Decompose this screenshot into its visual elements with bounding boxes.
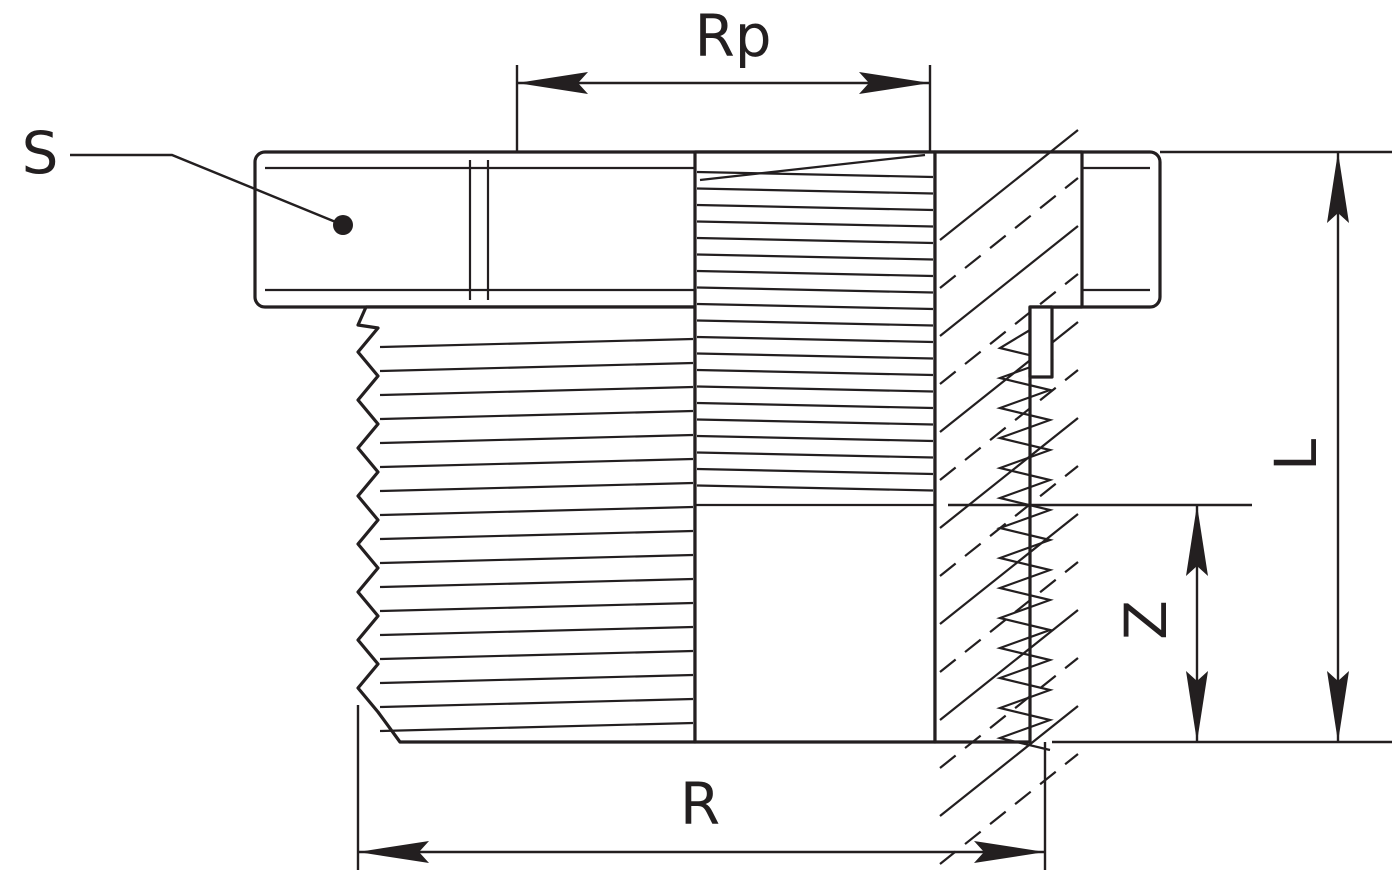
male-thread-crest-line [379,649,694,661]
l-arrow-top [1327,152,1349,223]
male-thread-crest-line [379,697,694,709]
section-hatch-line [939,369,1079,481]
section-hatch-line [939,273,1079,385]
female-thread-bore [693,150,937,744]
dimension-r: R [356,705,1047,870]
section-hatch-line [939,417,1079,529]
section-thread-tooth [996,329,1054,752]
r-arrow-right [974,841,1045,863]
male-thread-crest-line [379,481,694,493]
male-thread-crest-line [379,433,694,445]
male-thread-crest-line [379,601,694,613]
male-thread-crest-line [379,553,694,565]
male-thread-lines [379,337,694,733]
male-thread-crest-line [379,457,694,469]
female-thread-line [696,269,934,278]
male-thread-crest-line [379,721,694,733]
male-thread-crest-line [379,505,694,517]
female-thread-line [696,253,934,261]
r-arrow-left [358,841,429,863]
female-thread-line [696,368,934,377]
female-thread-line [696,434,934,443]
section-hatch-line [939,321,1079,433]
female-thread-line [696,187,934,195]
section-hatch-line [939,561,1079,673]
dimension-l: L [1052,150,1392,744]
female-thread-line [696,203,934,212]
female-thread-line [696,451,934,459]
section-thread-teeth [996,329,1054,752]
rp-arrow-left [517,72,588,94]
rp-arrow-right [859,72,930,94]
female-thread-line [696,401,934,410]
male-thread-crest-line [379,337,694,349]
section-hatch-line [939,609,1079,721]
male-thread-crest-line [379,577,694,589]
female-thread-line [696,170,934,179]
section-hatch-line [939,657,1079,769]
section-hatch-line [939,177,1079,289]
male-thread-crest-line [379,625,694,637]
female-thread-line [696,286,934,294]
z-arrow-bottom [1186,671,1208,742]
dimension-s: S [22,119,353,235]
section-hatch-line [939,465,1079,577]
male-thread-crest-line [379,673,694,685]
male-thread-crest-line [379,361,694,373]
bore-outline [693,150,937,744]
dimension-z: Z [948,503,1252,742]
section-hatch [939,129,1079,865]
dimension-rp: Rp [515,2,932,152]
s-label: S [22,119,59,187]
section-hatch-line [939,129,1079,241]
female-thread-start-line [699,153,926,182]
female-thread-line [696,302,934,311]
male-thread-crest-line [379,409,694,421]
section-hatch-line [939,705,1079,817]
female-thread-line [696,236,934,245]
z-label: Z [1112,600,1180,640]
female-thread-line [696,385,934,393]
undercut-groove [1028,305,1054,379]
female-thread-line [696,352,934,360]
female-thread-lines [696,153,934,492]
rp-label: Rp [694,2,771,70]
s-leader-dot [333,215,353,235]
l-label: L [1262,439,1330,471]
male-thread-body [356,305,697,744]
male-thread-crest-line [379,529,694,541]
section-hatch-line [939,753,1079,865]
female-thread-line [696,220,934,228]
female-thread-line [696,418,934,426]
section-hatch-line [939,225,1079,337]
r-label: R [680,770,720,838]
z-arrow-top [1186,505,1208,576]
female-thread-line [696,484,934,492]
male-thread-crest-line [379,385,694,397]
section-hatch-line [939,513,1079,625]
female-thread-line [696,335,934,344]
s-leader-line [70,153,344,227]
female-thread-line [696,319,934,327]
l-arrow-bottom [1327,671,1349,742]
section-view [933,129,1084,865]
female-thread-line [696,467,934,476]
